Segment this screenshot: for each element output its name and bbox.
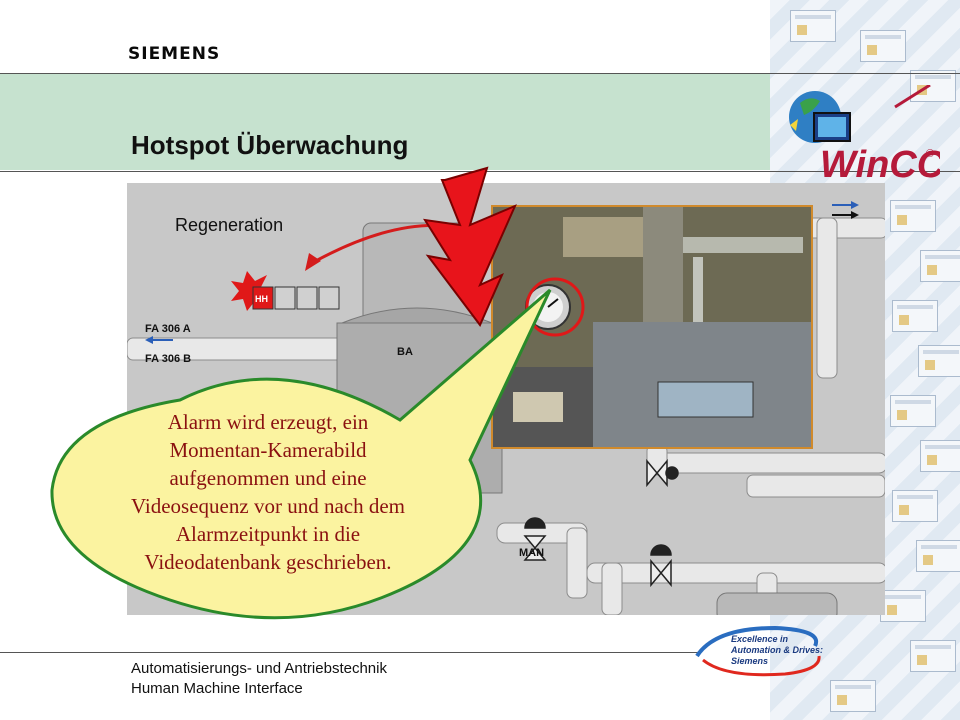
callout-text: Alarm wird erzeugt, ein Momentan-Kamerab…	[78, 408, 458, 576]
header-divider	[0, 73, 960, 74]
lightning-bolt-icon	[423, 166, 517, 327]
callout-line: Alarm wird erzeugt, ein	[167, 410, 369, 434]
callout-line: Videodatenbank geschrieben.	[144, 550, 392, 574]
callout-line: Momentan-Kamerabild	[169, 438, 367, 462]
footer-divider	[0, 652, 700, 653]
svg-text:®: ®	[926, 148, 934, 160]
fa-306-a-label: FA 306 A	[145, 323, 191, 335]
wincc-logo-text: WinCC	[820, 144, 940, 185]
svg-text:Siemens: Siemens	[731, 656, 768, 666]
regeneration-label: Regeneration	[175, 215, 284, 235]
tank-label: BA	[397, 346, 413, 358]
wincc-logo: WinCC ®	[789, 85, 940, 185]
siemens-logo: SIEMENS	[128, 44, 221, 64]
svg-text:Automation & Drives:: Automation & Drives:	[730, 645, 823, 655]
slide-title: Hotspot Überwachung	[131, 130, 409, 160]
callout-line: aufgenommen und eine	[169, 466, 367, 490]
callout-bubble	[50, 166, 552, 620]
callout-line: Videosequenz vor und nach dem	[131, 494, 405, 518]
excellence-logo: Excellence in Automation & Drives: Sieme…	[695, 625, 823, 677]
fa-306-b-label: FA 306 B	[145, 353, 192, 365]
callout-line: Alarmzeitpunkt in die	[175, 522, 361, 546]
man-label: MAN	[519, 547, 545, 559]
svg-text:Excellence in: Excellence in	[731, 634, 789, 644]
camera-snapshot	[491, 205, 813, 449]
footer-line-1: Automatisierungs- und Antriebstechnik	[131, 660, 387, 677]
footer-line-2: Human Machine Interface	[131, 680, 303, 697]
alarm-hh-badge: HH	[255, 294, 268, 304]
title-band	[0, 74, 770, 170]
